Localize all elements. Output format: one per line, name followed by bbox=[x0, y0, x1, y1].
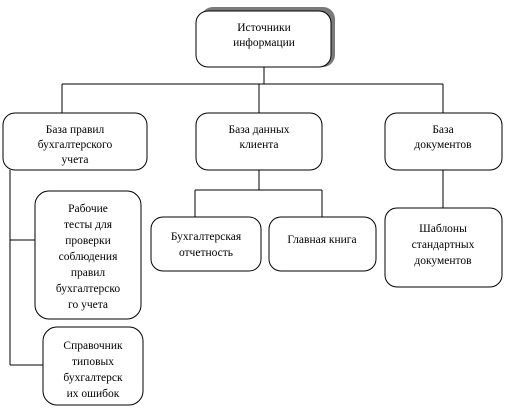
error-ref-box bbox=[42, 326, 144, 406]
work-tests-line: тесты для bbox=[64, 219, 113, 231]
general-ledger-label: Главная книга bbox=[287, 234, 356, 246]
error-ref-line: бухгалтерск bbox=[63, 372, 123, 384]
rules-base-line: База правил bbox=[46, 124, 105, 136]
accounting-reports-label: Бухгалтерская отчетность bbox=[171, 231, 242, 259]
general-ledger-box bbox=[268, 216, 377, 272]
doc-templates-line: Шаблоны bbox=[419, 223, 467, 235]
rules-base-line: учета bbox=[62, 154, 89, 166]
doc-templates-line: документов bbox=[414, 255, 472, 267]
root-line: Источники bbox=[237, 22, 291, 34]
docs-base-box bbox=[384, 112, 503, 171]
error-ref-line: их ошибок bbox=[67, 388, 120, 400]
root-label: Источники информации bbox=[233, 22, 295, 49]
client-db-label: База данных клиента bbox=[229, 124, 290, 151]
rules-base-box bbox=[2, 112, 148, 171]
work-tests-line: соблюдения bbox=[59, 251, 118, 263]
root-box bbox=[195, 10, 332, 68]
client-db-box bbox=[195, 112, 323, 171]
general-ledger-line: Главная книга bbox=[287, 234, 356, 246]
work-tests-box bbox=[34, 190, 142, 320]
client-db-line: База данных bbox=[229, 124, 290, 136]
rules-base-label: База правил бухгалтерского учета bbox=[38, 124, 113, 166]
work-tests-line: проверки bbox=[65, 235, 111, 247]
work-tests-line: го учета bbox=[68, 299, 108, 311]
accounting-reports-line: отчетность bbox=[179, 247, 233, 259]
docs-base-label: База документов bbox=[414, 124, 472, 151]
accounting-reports-box bbox=[150, 216, 262, 272]
client-db-line: клиента bbox=[239, 139, 278, 151]
accounting-reports-line: Бухгалтерская bbox=[171, 231, 242, 243]
rules-base-line: бухгалтерского bbox=[38, 139, 113, 151]
root-line: информации bbox=[233, 37, 295, 49]
doc-templates-label: Шаблоны стандартных документов bbox=[412, 223, 475, 267]
error-ref-line: Справочник bbox=[63, 340, 123, 352]
error-ref-line: типовых bbox=[72, 356, 114, 368]
docs-base-line: База bbox=[432, 124, 453, 136]
docs-base-line: документов bbox=[414, 139, 472, 151]
work-tests-line: Рабочие bbox=[68, 203, 108, 215]
connectors bbox=[9, 64, 444, 366]
doc-templates-box bbox=[384, 207, 503, 288]
work-tests-label: Рабочие тесты для проверки соблюдения правил… bbox=[56, 203, 121, 311]
work-tests-line: бухгалтерско bbox=[56, 283, 121, 295]
doc-templates-line: стандартных bbox=[412, 239, 475, 251]
error-ref-label: Справочник типовых бухгалтерск их ошибок bbox=[63, 340, 123, 400]
work-tests-line: правил bbox=[71, 267, 106, 279]
